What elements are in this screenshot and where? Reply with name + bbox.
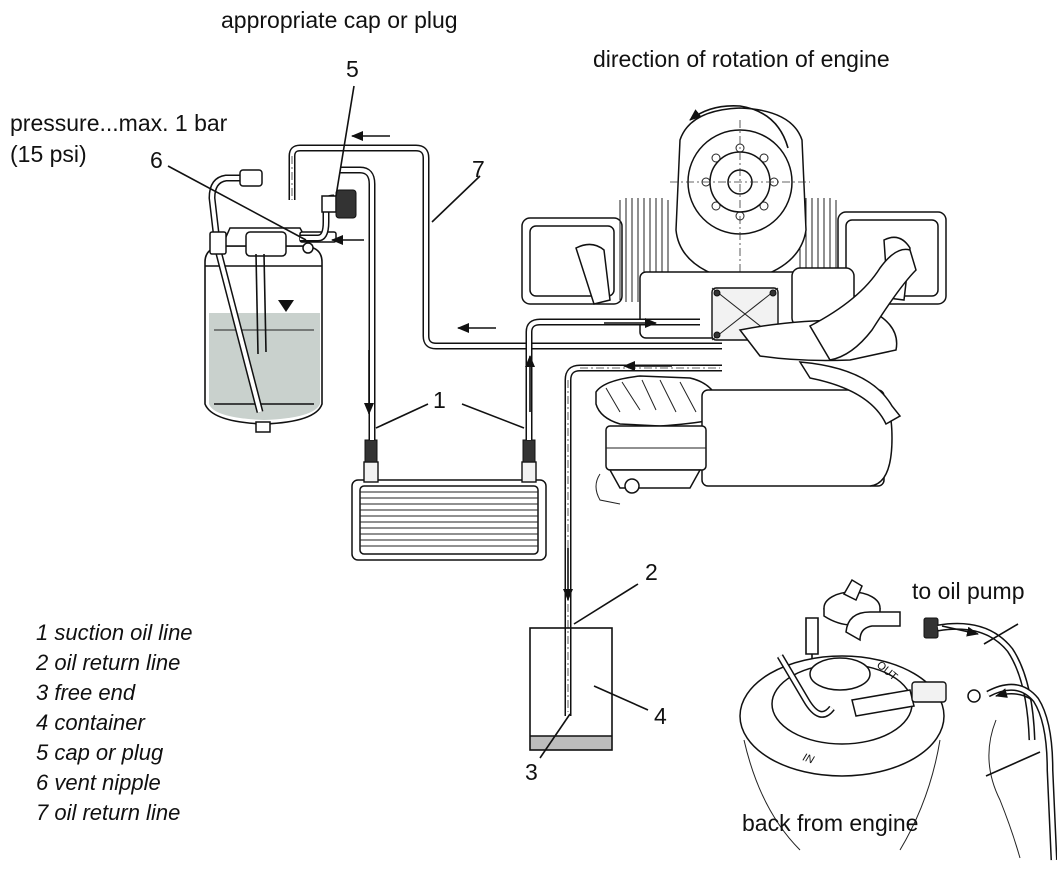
caption-cap-or-plug: appropriate cap or plug (221, 7, 458, 33)
oil-lines (288, 144, 722, 716)
legend-item: 5 cap or plug (36, 740, 164, 765)
caption-pressure: pressure...max. 1 bar (10, 110, 228, 136)
callout-4: 4 (654, 703, 667, 729)
caption-pressure-psi: (15 psi) (10, 141, 87, 167)
callout-3: 3 (525, 759, 538, 785)
callout-6: 6 (150, 147, 163, 173)
cap-or-plug (300, 189, 357, 242)
legend: 1 suction oil line 2 oil return line 3 f… (35, 620, 193, 825)
callout-7: 7 (472, 156, 485, 182)
oil-level (209, 313, 320, 420)
flow-arrows (331, 131, 672, 601)
legend-item: 1 suction oil line (36, 620, 193, 645)
container (529, 627, 613, 751)
callout-2: 2 (645, 559, 658, 585)
caption-back-from-engine: back from engine (742, 810, 918, 836)
captions: appropriate cap or plug direction of rot… (10, 7, 1025, 836)
engine-illustration (521, 107, 947, 505)
oil-tank-detail-inset: OUT IN (739, 578, 1057, 861)
callout-5: 5 (346, 56, 359, 82)
rotation-arrow (689, 104, 789, 149)
oil-cooler (351, 439, 547, 561)
in-marking: IN (801, 752, 815, 767)
legend-item: 3 free end (36, 680, 136, 705)
callout-1: 1 (433, 387, 446, 413)
legend-item: 7 oil return line (36, 800, 180, 825)
callout-numbers: 5 6 7 1 2 4 3 (150, 56, 667, 785)
legend-item: 4 container (36, 710, 147, 735)
legend-item: 6 vent nipple (36, 770, 161, 795)
leader-lines (167, 85, 1041, 777)
oil-tank (204, 169, 337, 433)
caption-rotation: direction of rotation of engine (593, 46, 890, 72)
caption-to-oil-pump: to oil pump (912, 578, 1025, 604)
legend-item: 2 oil return line (35, 650, 180, 675)
